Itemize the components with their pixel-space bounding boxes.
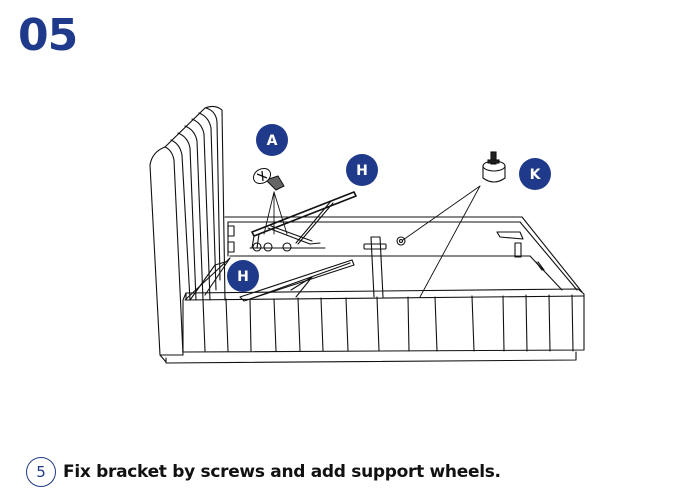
center-support [363,236,387,298]
pointer-lines [263,185,481,298]
part-badge-h-upper-label: H [356,163,368,179]
bed-frame-side-panel [159,288,585,364]
part-badge-k-label: K [530,167,542,183]
lift-bracket-upper [249,191,357,252]
part-badge-k: K [519,158,551,190]
part-badge-a-label: A [267,133,278,149]
support-wheel-icon [482,151,506,183]
part-badge-a: A [256,124,288,156]
lift-bracket-lower [239,259,355,302]
headboard [149,105,226,356]
step-number: 05 [18,10,78,61]
instruction-number-badge: 5 [26,457,56,487]
part-badge-h-upper: H [346,154,378,186]
instruction-caption: 5 Fix bracket by screws and add support … [26,457,501,487]
wall-brackets [227,225,545,271]
instruction-text: Fix bracket by screws and add support wh… [63,462,501,482]
part-badge-h-lower-label: H [237,269,249,285]
screw-icon [252,167,285,191]
wheel-socket [396,236,406,246]
part-badge-h-lower: H [227,260,259,292]
